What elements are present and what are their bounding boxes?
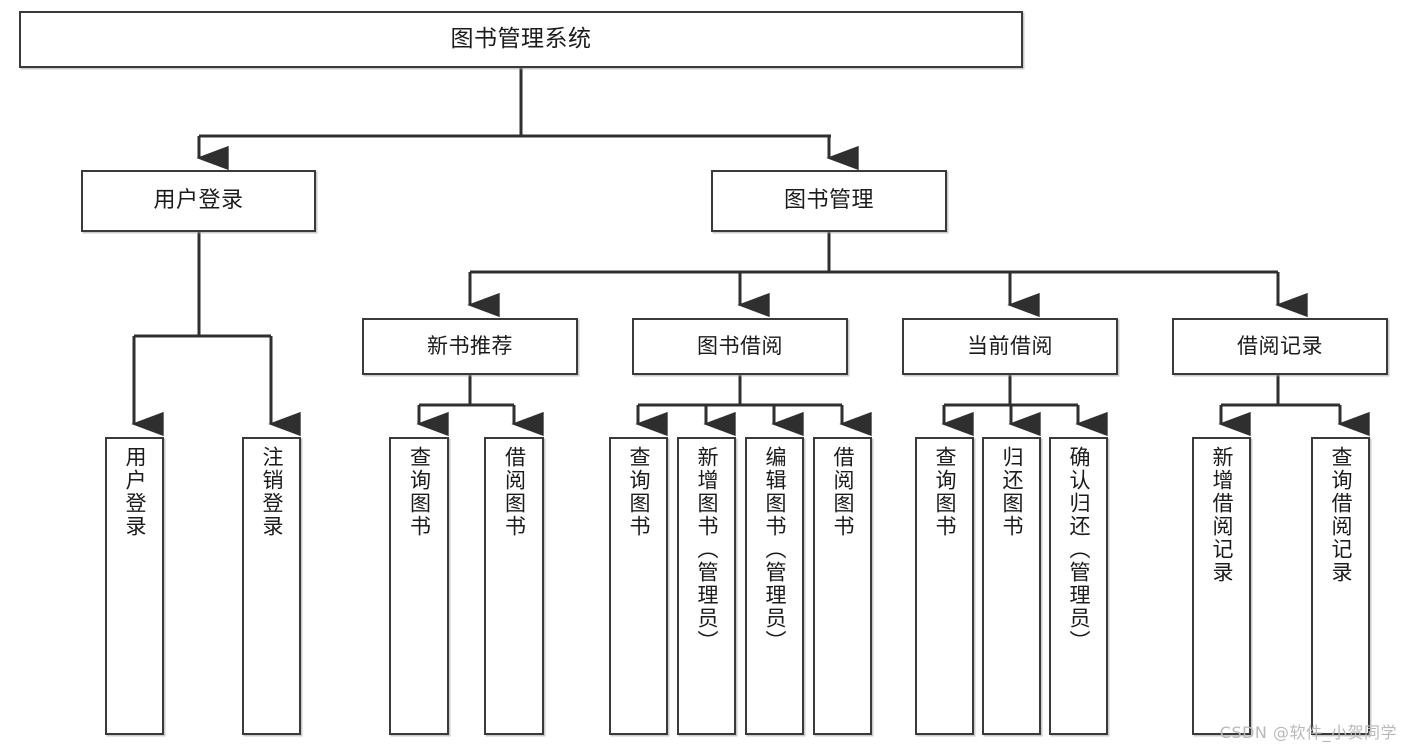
node-leaf-search-book-2-label: 查询图书 bbox=[627, 446, 652, 538]
node-leaf-confirm-return-admin[interactable]: 确认归还（管理员） bbox=[1049, 437, 1108, 735]
node-book-borrow-label: 图书借阅 bbox=[697, 334, 783, 359]
node-leaf-search-borrow-record-label: 查询借阅记录 bbox=[1329, 446, 1354, 584]
node-leaf-borrow-book-2[interactable]: 借阅图书 bbox=[813, 437, 872, 735]
node-root-label: 图书管理系统 bbox=[450, 25, 592, 52]
node-leaf-add-book-admin[interactable]: 新增图书（管理员） bbox=[677, 437, 736, 735]
node-leaf-user-login[interactable]: 用户登录 bbox=[105, 437, 164, 735]
node-leaf-borrow-book-1-label: 借阅图书 bbox=[502, 446, 527, 538]
node-leaf-edit-book-admin-label: 编辑图书（管理员） bbox=[763, 446, 788, 653]
node-leaf-search-book-3-label: 查询图书 bbox=[933, 446, 958, 538]
node-leaf-return-book-label: 归还图书 bbox=[1000, 446, 1025, 538]
node-leaf-add-borrow-record-label: 新增借阅记录 bbox=[1210, 446, 1235, 584]
node-root[interactable]: 图书管理系统 bbox=[19, 11, 1023, 68]
node-leaf-search-borrow-record[interactable]: 查询借阅记录 bbox=[1311, 437, 1370, 735]
node-leaf-add-book-admin-label: 新增图书（管理员） bbox=[695, 446, 720, 653]
node-book-management[interactable]: 图书管理 bbox=[711, 170, 947, 232]
node-new-book-recommend[interactable]: 新书推荐 bbox=[362, 318, 578, 375]
node-leaf-confirm-return-admin-label: 确认归还（管理员） bbox=[1067, 446, 1092, 653]
node-current-borrow-label: 当前借阅 bbox=[967, 334, 1053, 359]
node-new-book-recommend-label: 新书推荐 bbox=[427, 334, 513, 359]
node-leaf-user-login-label: 用户登录 bbox=[123, 446, 148, 538]
node-leaf-return-book[interactable]: 归还图书 bbox=[982, 437, 1041, 735]
node-book-management-label: 图书管理 bbox=[783, 188, 874, 214]
watermark: CSDN @软件_小贺同学 bbox=[1219, 723, 1397, 742]
node-leaf-logout-label: 注销登录 bbox=[260, 446, 285, 538]
node-borrow-records-label: 借阅记录 bbox=[1237, 334, 1323, 359]
node-book-borrow[interactable]: 图书借阅 bbox=[632, 318, 848, 375]
node-current-borrow[interactable]: 当前借阅 bbox=[902, 318, 1118, 375]
node-leaf-search-book-1-label: 查询图书 bbox=[407, 446, 432, 538]
node-leaf-borrow-book-1[interactable]: 借阅图书 bbox=[484, 437, 544, 735]
node-user-login[interactable]: 用户登录 bbox=[81, 170, 316, 232]
node-leaf-search-book-1[interactable]: 查询图书 bbox=[389, 437, 449, 735]
node-leaf-search-book-2[interactable]: 查询图书 bbox=[609, 437, 668, 735]
node-leaf-borrow-book-2-label: 借阅图书 bbox=[831, 446, 856, 538]
node-leaf-search-book-3[interactable]: 查询图书 bbox=[915, 437, 974, 735]
node-leaf-edit-book-admin[interactable]: 编辑图书（管理员） bbox=[745, 437, 804, 735]
node-user-login-label: 用户登录 bbox=[153, 188, 244, 214]
node-borrow-records[interactable]: 借阅记录 bbox=[1172, 318, 1388, 375]
node-leaf-logout[interactable]: 注销登录 bbox=[242, 437, 301, 735]
node-leaf-add-borrow-record[interactable]: 新增借阅记录 bbox=[1192, 437, 1251, 735]
